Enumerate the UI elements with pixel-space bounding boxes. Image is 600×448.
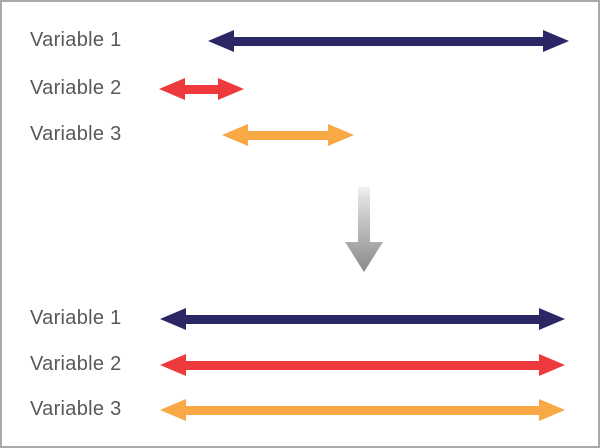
- arrow-shaft: [245, 130, 331, 140]
- arrowhead: [218, 78, 244, 100]
- arrowhead: [539, 399, 565, 421]
- arrow-shaft: [183, 360, 542, 370]
- arrow-shaft: [183, 314, 542, 324]
- range-arrow: [160, 354, 565, 376]
- arrowhead: [222, 124, 248, 146]
- arrowhead: [160, 399, 186, 421]
- variable-label: Variable 1: [30, 307, 122, 330]
- range-arrow: [222, 124, 354, 146]
- variable-label: Variable 2: [30, 353, 122, 376]
- variable-label: Variable 3: [30, 398, 122, 421]
- range-arrow: [159, 78, 244, 100]
- arrowhead: [208, 30, 234, 52]
- variable-label: Variable 3: [30, 123, 122, 146]
- variable-label: Variable 2: [30, 77, 122, 100]
- arrowhead: [160, 354, 186, 376]
- arrow-shaft: [231, 36, 546, 46]
- arrowhead: [543, 30, 569, 52]
- down-arrow: [345, 187, 383, 272]
- arrowhead: [539, 308, 565, 330]
- range-arrow: [160, 308, 565, 330]
- range-arrow: [160, 399, 565, 421]
- variable-label: Variable 1: [30, 29, 122, 52]
- arrowhead: [328, 124, 354, 146]
- arrowhead: [159, 78, 185, 100]
- arrowhead: [160, 308, 186, 330]
- range-arrow: [208, 30, 569, 52]
- arrow-shaft: [183, 405, 542, 415]
- arrow-shaft: [182, 84, 221, 94]
- arrowhead: [539, 354, 565, 376]
